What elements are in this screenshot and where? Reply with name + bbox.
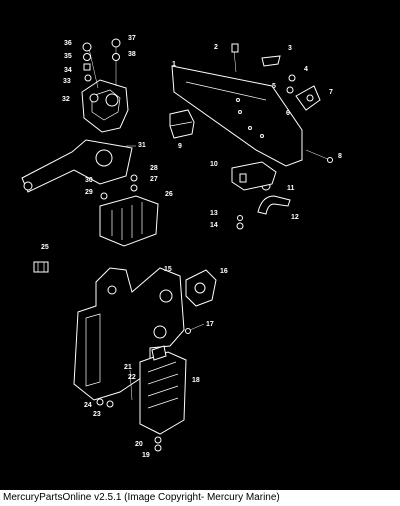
callout-labels: 1 2 3 4 5 6 7 8 9 10 11 12 13 14 15 16 1… bbox=[41, 35, 342, 459]
callout-37: 37 bbox=[128, 35, 136, 42]
callout-28: 28 bbox=[150, 165, 158, 172]
footer-bar: MercuryPartsOnline v2.5.1 (Image Copyrig… bbox=[0, 490, 400, 506]
copyright-caption: MercuryPartsOnline v2.5.1 (Image Copyrig… bbox=[3, 492, 280, 503]
callout-36: 36 bbox=[64, 40, 72, 47]
mounting-block bbox=[231, 161, 277, 191]
callout-4: 4 bbox=[304, 66, 308, 73]
callout-13: 13 bbox=[210, 210, 218, 217]
callout-19: 19 bbox=[142, 452, 150, 459]
callout-31: 31 bbox=[138, 142, 146, 149]
callout-8: 8 bbox=[338, 153, 342, 160]
relay bbox=[169, 109, 195, 139]
callout-24: 24 bbox=[84, 402, 92, 409]
callout-32: 32 bbox=[62, 96, 70, 103]
callout-34: 34 bbox=[64, 67, 72, 74]
callout-5: 5 bbox=[272, 83, 276, 90]
callout-33: 33 bbox=[63, 78, 71, 85]
callout-16: 16 bbox=[220, 268, 228, 275]
callout-38: 38 bbox=[128, 51, 136, 58]
callout-25: 25 bbox=[41, 244, 49, 251]
callout-26: 26 bbox=[165, 191, 173, 198]
exploded-parts-diagram: 1 2 3 4 5 6 7 8 9 10 11 12 13 14 15 16 1… bbox=[21, 35, 342, 459]
callout-27: 27 bbox=[150, 176, 158, 183]
main-bracket bbox=[171, 43, 303, 167]
callout-10: 10 bbox=[210, 161, 218, 168]
callout-1: 1 bbox=[172, 61, 176, 68]
terminal-block bbox=[99, 174, 159, 247]
callout-23: 23 bbox=[93, 411, 101, 418]
solenoid-assembly bbox=[81, 38, 129, 133]
small-fasteners bbox=[236, 55, 333, 230]
callout-3: 3 bbox=[288, 45, 292, 52]
callout-15: 15 bbox=[164, 266, 172, 273]
ecm-bracket bbox=[73, 267, 185, 401]
callout-18: 18 bbox=[192, 377, 200, 384]
callout-22: 22 bbox=[128, 374, 136, 381]
mounting-plate bbox=[21, 139, 136, 193]
callout-7: 7 bbox=[329, 89, 333, 96]
small-bracket bbox=[185, 269, 217, 307]
callout-9: 9 bbox=[178, 143, 182, 150]
callout-12: 12 bbox=[291, 214, 299, 221]
callout-29: 29 bbox=[85, 189, 93, 196]
callout-6: 6 bbox=[286, 110, 290, 117]
ecm-module bbox=[139, 345, 187, 435]
callout-35: 35 bbox=[64, 53, 72, 60]
callout-14: 14 bbox=[210, 222, 218, 229]
callout-21: 21 bbox=[124, 364, 132, 371]
callout-2: 2 bbox=[214, 44, 218, 51]
hose bbox=[257, 195, 291, 215]
callout-17: 17 bbox=[206, 321, 214, 328]
callout-30: 30 bbox=[85, 177, 93, 184]
lower-fasteners bbox=[96, 323, 205, 452]
callout-20: 20 bbox=[135, 441, 143, 448]
fuse bbox=[33, 261, 49, 273]
callout-11: 11 bbox=[287, 185, 295, 192]
